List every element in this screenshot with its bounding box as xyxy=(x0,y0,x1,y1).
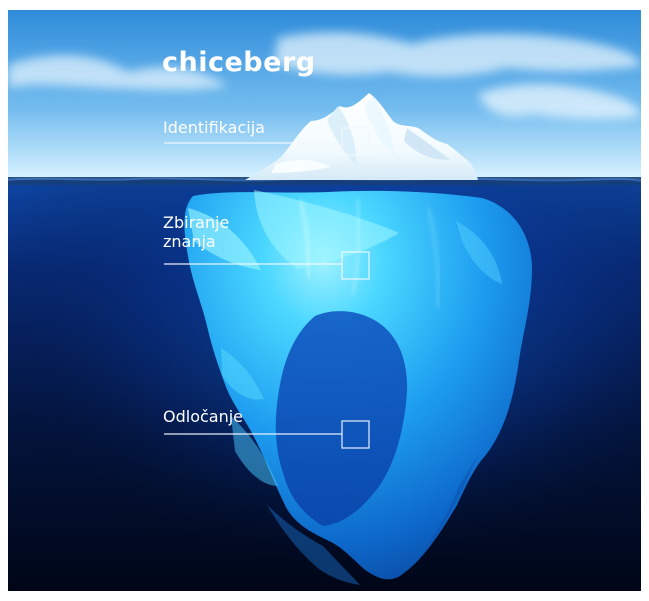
clouds xyxy=(8,32,641,120)
water-surface xyxy=(8,177,641,185)
label-identification: Identifikacija xyxy=(163,118,265,137)
label-decision: Odločanje xyxy=(163,407,244,426)
callout-decision xyxy=(164,420,370,449)
label-knowledge-line-2: znanja xyxy=(163,232,216,251)
callout-identification xyxy=(164,127,370,156)
iceberg-illustration: chiceberg Identifikacija Zbiranje znanja… xyxy=(8,10,641,591)
label-knowledge-line-1: Zbiranje xyxy=(163,213,230,232)
brand-title: chiceberg xyxy=(162,47,316,78)
callout-knowledge xyxy=(164,251,370,280)
label-knowledge: Zbiranje znanja xyxy=(163,213,283,251)
iceberg-underwater xyxy=(184,190,532,585)
iceberg-scene xyxy=(8,10,641,591)
